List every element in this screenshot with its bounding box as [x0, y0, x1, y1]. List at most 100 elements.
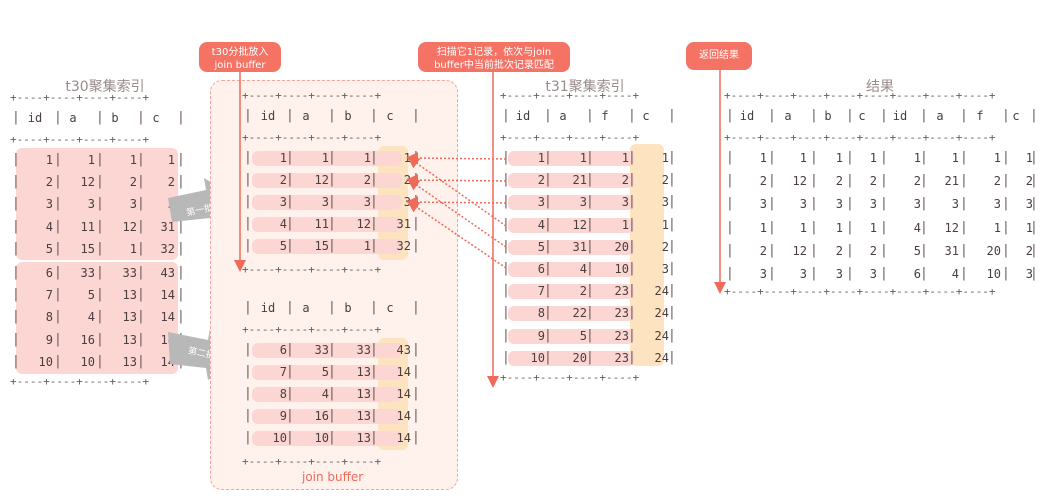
table-cell: 21 — [944, 174, 959, 189]
column-separator: | — [54, 240, 62, 256]
column-separator: | — [286, 386, 294, 401]
column-separator: | — [668, 172, 676, 188]
table-cell: 3 — [621, 195, 629, 210]
column-separator: | — [137, 196, 145, 212]
table-cell: 1 — [951, 151, 959, 165]
column-separator: | — [586, 172, 594, 188]
table-cell: 7 — [537, 284, 545, 299]
result-title: 结果 — [866, 79, 894, 95]
table-cell: 14 — [396, 365, 411, 379]
column-separator: | — [328, 216, 336, 231]
jb-sep-border: +----+----+----+----+ — [242, 263, 382, 276]
column-separator: | — [726, 266, 734, 281]
column-separator: | — [846, 108, 854, 123]
table-cell: 10 — [314, 431, 329, 445]
table-cell: 4 — [279, 217, 287, 231]
column-separator: | — [502, 172, 510, 188]
table-cell: 3 — [661, 262, 669, 276]
table-cell: 4 — [321, 387, 329, 401]
table-cell: 13 — [356, 365, 371, 379]
column-separator: | — [586, 349, 594, 365]
column-separator: | — [1002, 219, 1010, 235]
table-cell: 10 — [986, 267, 1001, 281]
column-separator: | — [502, 150, 510, 165]
table-cell: 33 — [80, 266, 95, 280]
table-cell: 4 — [87, 310, 95, 325]
column-separator: | — [328, 430, 336, 445]
table-cell: 12 — [314, 173, 329, 187]
t31-row-bg — [508, 262, 634, 277]
column-separator: | — [1002, 242, 1010, 258]
table-cell: 2 — [621, 173, 629, 188]
table-cell: 3 — [835, 197, 843, 212]
column-separator: | — [370, 430, 378, 445]
match-line-2 — [406, 174, 507, 187]
column-separator: | — [177, 265, 185, 280]
column-separator: | — [668, 261, 676, 276]
column-separator: | — [244, 172, 252, 187]
table-cell: 3 — [45, 197, 53, 212]
header-cell: b — [111, 111, 119, 125]
column-separator: | — [810, 173, 818, 189]
table-cell: 1 — [869, 220, 877, 235]
table-cell: 23 — [614, 306, 629, 321]
table-cell: 1 — [661, 217, 669, 232]
column-separator: | — [370, 108, 378, 123]
table-cell: 3 — [913, 197, 921, 212]
column-separator: | — [137, 331, 145, 347]
column-separator: | — [370, 216, 378, 231]
column-separator: | — [370, 364, 378, 379]
column-separator: | — [370, 194, 378, 209]
table-cell: 3 — [279, 195, 287, 209]
column-separator: | — [54, 152, 62, 167]
column-separator: | — [544, 238, 552, 254]
column-separator: | — [768, 219, 776, 235]
table-cell: 13 — [122, 310, 137, 325]
table-cell: 12 — [356, 217, 371, 231]
table-cell: 2 — [1025, 243, 1033, 258]
table-cell: 24 — [654, 350, 669, 365]
column-separator: | — [328, 364, 336, 379]
column-separator: | — [54, 287, 62, 303]
table-cell: 14 — [396, 431, 411, 445]
column-separator: | — [328, 342, 336, 357]
jb-row-bg — [252, 151, 402, 166]
header-cell: f — [976, 109, 984, 123]
column-separator: | — [628, 261, 636, 276]
column-separator: | — [286, 238, 294, 253]
header-cell: a — [69, 111, 77, 125]
t31-row-bg — [508, 284, 634, 300]
table-cell: 23 — [614, 350, 629, 365]
table-cell: 3 — [129, 197, 137, 212]
column-separator: | — [412, 364, 420, 379]
table-cell: 3 — [1025, 267, 1033, 281]
table-cell: 4 — [913, 220, 921, 235]
t31-title: t31聚集索引 — [545, 79, 625, 95]
column-separator: | — [137, 110, 145, 125]
table-cell: 33 — [314, 343, 329, 357]
column-separator: | — [328, 172, 336, 187]
header-cell: a — [302, 109, 310, 123]
table-cell: 2 — [167, 175, 175, 190]
table-cell: 1 — [913, 151, 921, 165]
column-separator: | — [1002, 173, 1010, 189]
column-separator: | — [244, 216, 252, 231]
column-separator: | — [370, 238, 378, 253]
table-cell: 5 — [87, 288, 95, 303]
column-separator: | — [244, 430, 252, 445]
column-separator: | — [12, 110, 20, 125]
column-separator: | — [328, 238, 336, 253]
table-cell: 3 — [661, 195, 669, 210]
table-cell: 2 — [661, 239, 669, 254]
column-separator: | — [286, 216, 294, 231]
header-cell: c — [1012, 109, 1020, 123]
column-separator: | — [286, 430, 294, 445]
table-cell: 1 — [621, 217, 629, 232]
table-cell: 8 — [537, 306, 545, 321]
t30-bottom-border: +----+----+----+----+ — [10, 375, 150, 388]
column-separator: | — [586, 238, 594, 254]
column-separator: | — [586, 283, 594, 299]
column-separator: | — [286, 108, 294, 123]
table-cell: 2 — [835, 243, 843, 258]
